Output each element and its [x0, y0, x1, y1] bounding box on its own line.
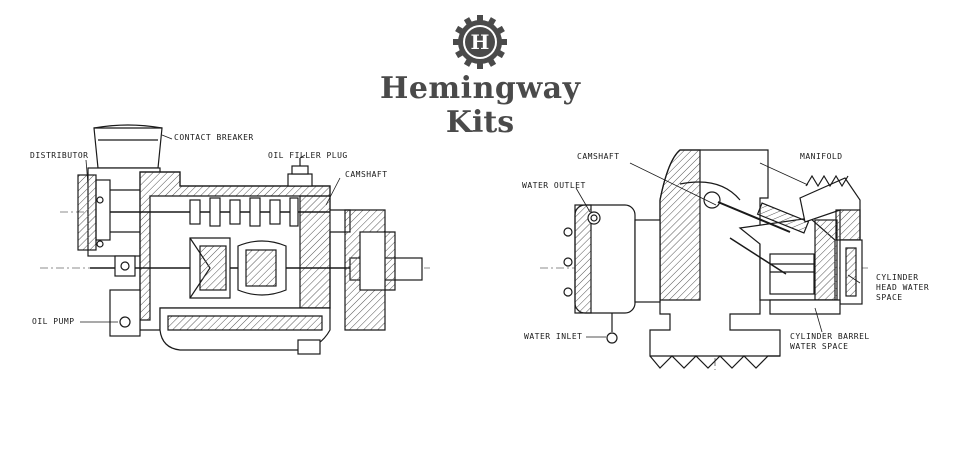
label-contact-breaker: CONTACT BREAKER	[174, 133, 254, 142]
brand-name-line1: Hemingway	[380, 71, 581, 106]
label-camshaft-left: CAMSHAFT	[345, 170, 388, 179]
emblem-letter: H	[471, 30, 490, 54]
label-cylinder-head-water-2: HEAD WATER	[876, 283, 930, 292]
label-cylinder-head-water-1: CYLINDER	[876, 273, 919, 282]
label-water-outlet: WATER OUTLET	[522, 181, 586, 190]
gear-emblem-icon: H	[453, 15, 507, 69]
label-oil-filler-plug: OIL FILLER PLUG	[268, 151, 348, 160]
brand-name-line2: Kits	[445, 105, 515, 140]
label-oil-pump: OIL PUMP	[32, 317, 75, 326]
label-cylinder-barrel-1: CYLINDER BARREL	[790, 332, 870, 341]
label-camshaft-right: CAMSHAFT	[577, 152, 620, 161]
hemingway-kits-logo: H Hemingway Kits	[380, 14, 580, 144]
label-water-inlet: WATER INLET	[524, 332, 583, 341]
right-engine-section	[540, 149, 870, 370]
label-distributor: DISTRIBUTOR	[30, 151, 89, 160]
label-cylinder-barrel-2: WATER SPACE	[790, 342, 849, 351]
left-engine-section	[40, 124, 430, 355]
label-manifold: MANIFOLD	[800, 152, 843, 161]
label-cylinder-head-water-3: SPACE	[876, 293, 903, 302]
